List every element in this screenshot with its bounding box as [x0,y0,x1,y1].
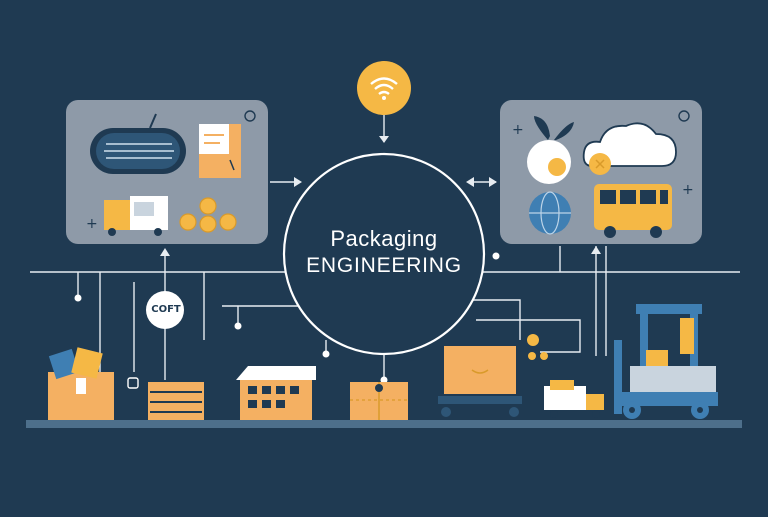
globe-icon [529,191,571,235]
title-line-1: Packaging [330,226,438,251]
arrow-right-left-panel [294,177,302,187]
forklift-icon [614,304,718,419]
node-2 [234,322,242,330]
center-circle [282,152,486,356]
right-panel: + + [500,100,702,244]
badge-circle [146,291,184,329]
leaf-globe-icon [527,116,574,184]
compass-icon [244,110,256,122]
monitor-dashboard-icon [90,113,186,174]
node-3 [322,350,330,358]
coins-icon [179,197,237,233]
right-branch-2 [476,319,581,353]
ground-line [26,420,742,428]
title-line-2: ENGINEERING [306,254,462,277]
node-4 [492,252,500,260]
arrow-down-center [379,136,389,143]
small-truck-icon [527,334,604,418]
warehouse-icon [236,366,316,420]
cart-icon [438,346,522,417]
cloud-icon [582,122,677,175]
plus-decor-3: + [682,182,694,198]
bus-icon [594,184,672,238]
plus-decor: + [86,216,98,232]
connector-nodes [74,252,500,384]
arrow-left-right-panel [466,177,474,187]
badge-label: COFT [151,304,181,315]
document-icon [199,124,241,178]
connector-lines [30,110,740,380]
open-box-icon [48,347,114,420]
sealed-box-icon [350,382,408,420]
arrow-right-right-panel [489,177,497,187]
center-title: Packaging ENGINEERING [284,226,484,280]
node-1 [74,294,82,302]
compass-icon-2 [678,110,690,122]
left-panel: + [66,100,268,244]
pallet-icon [127,377,204,420]
plus-decor-2: + [512,122,524,138]
delivery-truck-icon [104,196,168,236]
wifi-icon [357,61,411,115]
arrowheads [160,136,601,256]
arrow-up-left-panel [160,248,170,256]
node-5 [380,376,388,384]
right-branch-1 [455,299,521,340]
arrow-up-right-panel [591,246,601,254]
